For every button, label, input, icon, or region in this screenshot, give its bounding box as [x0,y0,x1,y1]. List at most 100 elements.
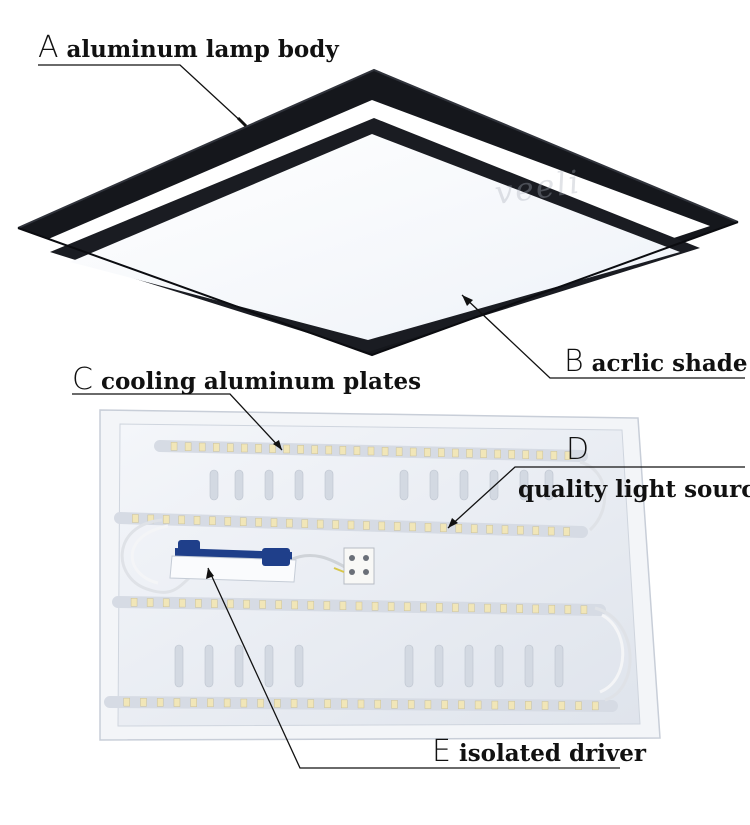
led-chip [420,602,427,612]
led-chip [371,602,379,611]
led-chip [547,526,555,536]
label-e-letter: E [432,734,451,769]
led-chip [548,604,556,614]
vent-slot [324,469,334,501]
led-chip [347,520,355,530]
led-chip [209,516,216,526]
led-chip [470,524,478,533]
label-d-text: quality light source [518,476,750,503]
led-chip [227,599,234,609]
led-chip [301,519,309,528]
led-chip [162,515,170,524]
led-chip [355,601,363,611]
led-chip [381,447,389,456]
led-chip [323,601,331,610]
led-chip [239,517,247,526]
led-chip [424,700,432,709]
vent-slot [519,469,529,501]
led-chip [525,701,532,710]
label-b-text: acrlic shade [591,350,748,377]
led-chip [357,699,365,709]
led-chip [184,442,192,451]
led-chip [395,447,403,456]
led-chip [178,515,185,525]
led-chip [240,698,248,708]
led-chip [508,450,515,459]
led-chip [146,598,154,607]
led-chip [508,700,515,710]
led-chip [474,700,482,710]
vent-slot [404,644,414,688]
led-chip [516,604,523,613]
led-chip [458,700,465,710]
led-chip [290,699,298,708]
led-chip [424,448,431,457]
acrylic-shade [70,134,680,340]
label-a-letter: A [38,30,59,65]
led-chip [227,443,234,452]
label-e: E isolated driver [432,734,646,769]
vent-slot [174,644,184,688]
led-chip [387,602,395,611]
led-chip [341,699,348,709]
led-chip [580,605,588,614]
vent-slot [489,469,499,501]
led-chip [536,450,544,460]
leader-lines [38,64,745,769]
led-chip [441,700,448,709]
vent-slots [174,469,564,688]
cooling-aluminum-plate [117,423,641,727]
led-chip [353,446,361,455]
led-chip [363,521,370,530]
led-chip [339,601,347,610]
vent-slot [264,469,274,501]
led-chip [297,445,304,454]
leader-d [447,466,745,529]
led-chip [162,598,170,608]
led-chip [393,522,401,531]
vent-slot [234,469,244,501]
led-chip [501,525,509,534]
led-chip [484,603,491,613]
vent-slot [544,469,554,501]
led-chip [255,517,262,527]
led-chip [193,516,201,525]
led-chip [257,698,264,708]
ceiling-lamp [17,68,739,357]
led-chip [190,698,197,707]
led-chip [211,599,218,608]
isolated-driver [169,540,297,583]
led-chip [592,701,599,711]
label-d-letter: D [566,432,590,467]
led-chip [311,445,318,454]
vent-slot [399,469,409,501]
led-chip [275,600,282,609]
led-chip [207,698,214,708]
led-chip [440,523,447,533]
led-chip [409,447,417,457]
led-chip [123,697,130,707]
led-chip [324,699,331,708]
led-chip [269,444,276,453]
led-chip [436,603,443,612]
led-chip [550,451,558,460]
vent-slot [204,644,214,688]
led-chip [274,699,281,708]
label-e-text: isolated driver [458,740,647,767]
led-chip [223,698,231,708]
led-chip [325,445,333,455]
led-chip [156,698,164,707]
label-d: quality light source [518,476,750,503]
label-a-text: aluminum lamp body [66,36,339,63]
led-chip [241,443,248,453]
leader-arrowheads [206,295,473,579]
led-chip [480,449,487,458]
led-chip [494,449,501,459]
led-chip [522,450,529,459]
vent-slot [294,644,304,688]
led-chip [173,698,181,707]
led-chip [378,521,386,531]
leader-a [38,64,246,126]
led-chip [563,527,570,536]
led-chip [255,444,262,453]
